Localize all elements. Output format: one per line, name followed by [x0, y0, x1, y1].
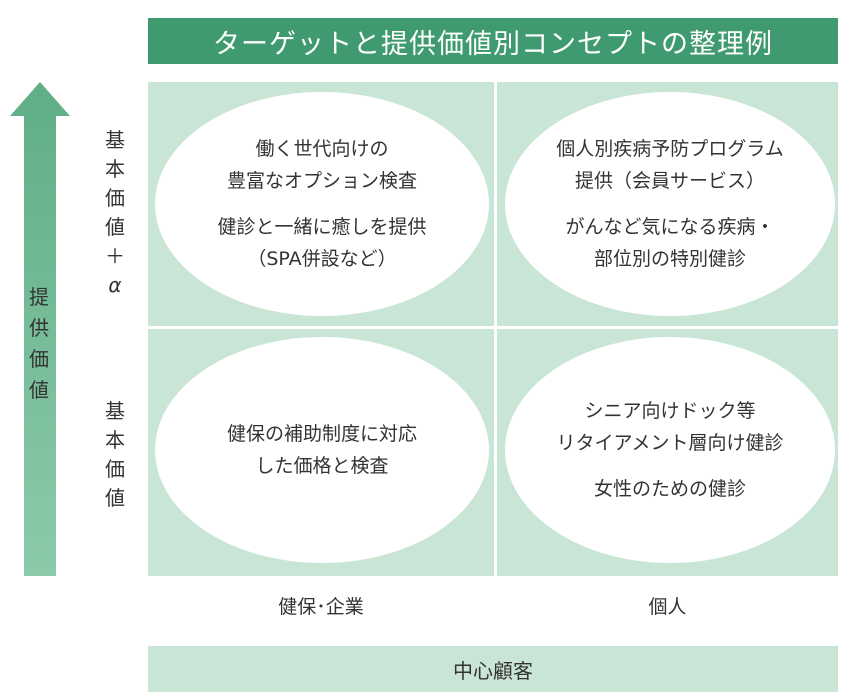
y-axis-char: 値 — [29, 378, 49, 402]
y-axis-char: 提 — [29, 285, 49, 309]
value-arrow-icon — [8, 82, 72, 576]
row-label-char: 基 — [105, 128, 125, 152]
cell-text: 提供（会員サービス） — [574, 170, 765, 192]
row-label-char: 基 — [105, 399, 125, 423]
cell-text: 働く世代向けの — [255, 138, 389, 160]
grid-divider-vertical — [494, 82, 497, 576]
row-label-char: 本 — [105, 428, 125, 452]
cell-top-left: 働く世代向けの 豊富なオプション検査 健診と一緒に癒しを提供 （SPA併設など） — [155, 92, 489, 316]
column-label-insurer-company: 健保･企業 — [278, 596, 364, 618]
cell-top-right: 個人別疾病予防プログラム 提供（会員サービス） がんなど気になる疾病・ 部位別の… — [505, 92, 835, 316]
y-axis-label: 提 供 価 値 — [26, 282, 52, 406]
row-label-basic-plus-alpha: 基 本 価 値 ＋ α — [102, 126, 128, 300]
row-label-char: 本 — [105, 157, 125, 181]
cell-text: シニア向けドック等 — [584, 400, 756, 422]
row-label-char: α — [108, 273, 122, 297]
cell-text: がんなど気になる疾病・ — [565, 216, 775, 238]
x-axis-label: 中心顧客 — [148, 646, 838, 692]
cell-text: 豊富なオプション検査 — [226, 170, 417, 192]
diagram-title: ターゲットと提供価値別コンセプトの整理例 — [148, 18, 838, 64]
grid-divider-horizontal — [148, 326, 838, 329]
row-label-char: 値 — [105, 215, 125, 239]
row-label-char: 価 — [105, 457, 125, 481]
y-axis-char: 価 — [29, 347, 49, 371]
cell-text: （SPA併設など） — [247, 248, 397, 270]
cell-bottom-right: シニア向けドック等 リタイアメント層向け健診 女性のための健診 — [505, 337, 835, 563]
row-label-char: ＋ — [105, 244, 125, 268]
cell-text: した価格と検査 — [255, 455, 389, 477]
cell-text: 部位別の特別健診 — [593, 248, 746, 270]
cell-bottom-left: 健保の補助制度に対応 した価格と検査 — [155, 337, 489, 563]
cell-text: 個人別疾病予防プログラム — [556, 138, 784, 160]
row-label-char: 価 — [105, 186, 125, 210]
cell-text: 女性のための健診 — [593, 478, 746, 500]
row-label-char: 値 — [105, 486, 125, 510]
cell-text: 健診と一緒に癒しを提供 — [217, 216, 427, 238]
cell-text: 健保の補助制度に対応 — [226, 423, 417, 445]
y-axis-char: 供 — [29, 316, 49, 340]
cell-text: リタイアメント層向け健診 — [556, 432, 784, 454]
row-label-basic: 基 本 価 値 — [102, 397, 128, 513]
column-label-individual: 個人 — [648, 596, 687, 618]
